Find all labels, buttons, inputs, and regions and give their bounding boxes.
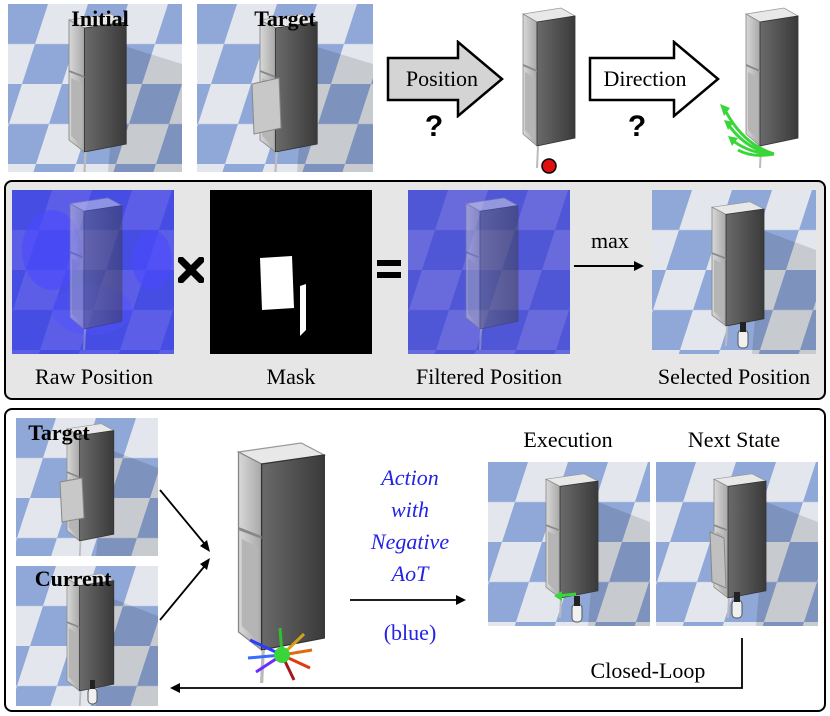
target-image-bottom bbox=[16, 418, 158, 556]
current-label: Current bbox=[34, 566, 112, 591]
next-state-image bbox=[656, 462, 818, 626]
question-mark-2: ? bbox=[627, 110, 647, 143]
direction-label: Direction bbox=[603, 66, 687, 91]
green-direction-arrows-icon bbox=[722, 107, 775, 157]
filtered-position-image bbox=[408, 190, 570, 354]
selected-position-label: Selected Position bbox=[657, 364, 811, 389]
raw-position-label: Raw Position bbox=[35, 364, 153, 389]
next-state-label: Next State bbox=[687, 427, 781, 452]
fridge-position-image bbox=[505, 4, 587, 176]
selected-position-image bbox=[652, 190, 816, 354]
action-text-line2: with bbox=[391, 497, 429, 522]
action-text-line1: Action bbox=[381, 465, 439, 490]
initial-image bbox=[8, 4, 182, 172]
max-arrow bbox=[574, 261, 644, 271]
position-arrow bbox=[386, 40, 504, 118]
action-text-line4: AoT bbox=[391, 561, 429, 586]
target-label-bottom: Target bbox=[28, 420, 90, 445]
question-mark-1: ? bbox=[424, 110, 444, 143]
red-point-marker bbox=[541, 158, 557, 174]
closed-loop-label: Closed-Loop bbox=[590, 658, 706, 683]
filtered-position-label: Filtered Position bbox=[415, 364, 563, 389]
mask-label: Mask bbox=[266, 364, 316, 389]
initial-label: Initial bbox=[71, 6, 129, 31]
mask-image bbox=[210, 190, 372, 354]
fridge-direction-image bbox=[712, 4, 812, 176]
equals-icon bbox=[376, 258, 402, 280]
raw-position-image bbox=[12, 190, 174, 354]
max-label: max bbox=[591, 228, 629, 253]
execution-image bbox=[488, 462, 650, 626]
direction-arrow bbox=[588, 40, 720, 118]
fridge-action-image bbox=[220, 440, 340, 690]
blue-note: (blue) bbox=[383, 620, 437, 645]
current-image bbox=[16, 566, 158, 706]
closed-loop-arrow bbox=[170, 638, 743, 693]
target-label-top: Target bbox=[254, 6, 316, 31]
multiply-icon bbox=[177, 256, 205, 284]
execution-label: Execution bbox=[523, 427, 613, 452]
action-text-line3: Negative bbox=[370, 529, 450, 554]
action-arrow bbox=[350, 595, 466, 605]
converging-arrows bbox=[159, 489, 210, 621]
position-label: Position bbox=[405, 66, 479, 91]
target-image-top bbox=[197, 4, 373, 172]
